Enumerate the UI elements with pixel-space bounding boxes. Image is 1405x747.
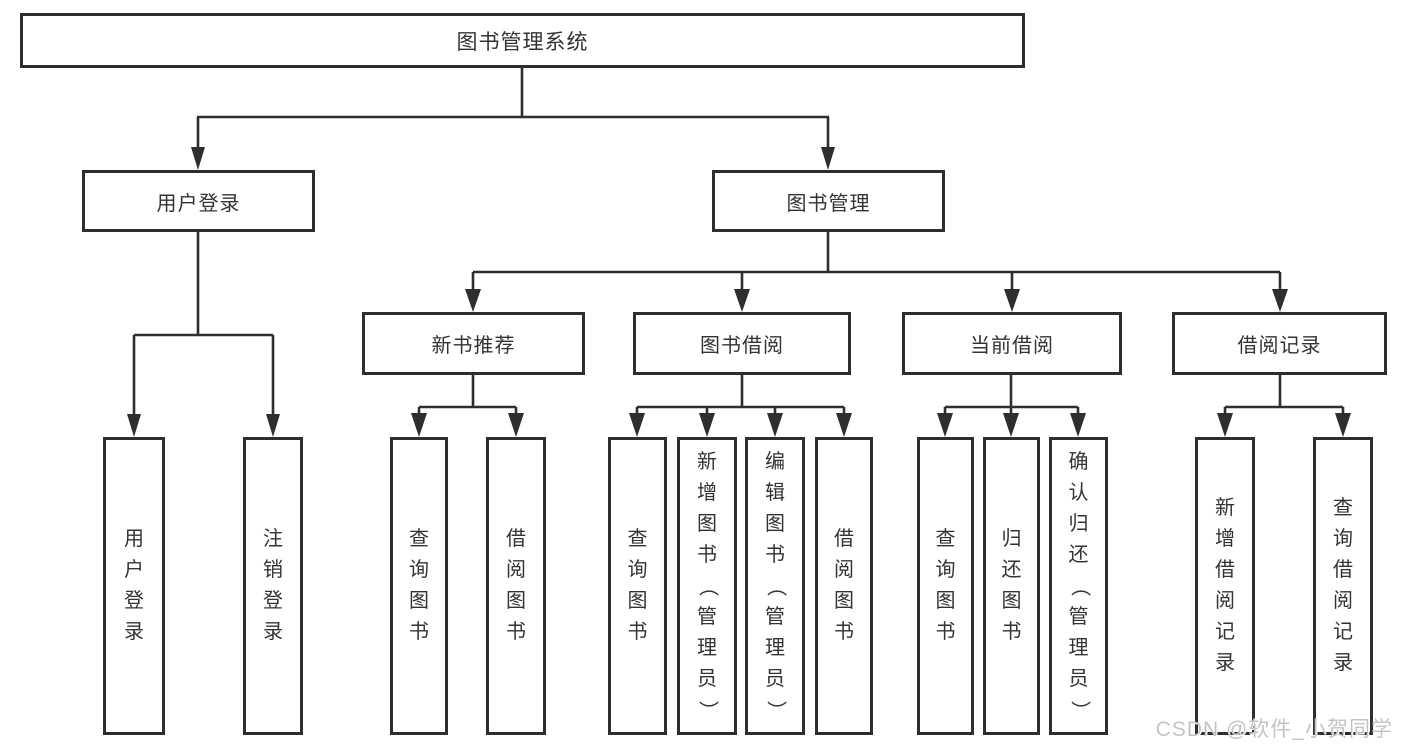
node-book-management: 图书管理 (712, 170, 945, 232)
node-edit-book-admin: 编辑图书（管理员） (745, 437, 805, 735)
node-user-login: 用户登录 (82, 170, 315, 232)
node-borrow-books-recommend: 借阅图书 (486, 437, 546, 735)
node-borrow-books: 借阅图书 (815, 437, 873, 735)
node-borrowing-records: 借阅记录 (1172, 312, 1387, 375)
node-query-borrow-record: 查询借阅记录 (1313, 437, 1373, 735)
node-library-management-system: 图书管理系统 (20, 13, 1025, 68)
node-return-books: 归还图书 (983, 437, 1040, 735)
node-query-books-current: 查询图书 (917, 437, 974, 735)
node-query-books-borrow: 查询图书 (608, 437, 667, 735)
node-add-book-admin: 新增图书（管理员） (677, 437, 737, 735)
node-new-book-recommendation: 新书推荐 (362, 312, 585, 375)
node-user-login-action: 用户登录 (103, 437, 165, 735)
node-current-borrowing: 当前借阅 (902, 312, 1122, 375)
node-add-borrow-record: 新增借阅记录 (1195, 437, 1255, 735)
node-logout: 注销登录 (243, 437, 303, 735)
node-query-books-recommend: 查询图书 (390, 437, 448, 735)
csdn-watermark: CSDN @软件_小贺同学 (1155, 718, 1393, 741)
node-book-borrowing: 图书借阅 (633, 312, 851, 375)
node-confirm-return-admin: 确认归还（管理员） (1049, 437, 1108, 735)
